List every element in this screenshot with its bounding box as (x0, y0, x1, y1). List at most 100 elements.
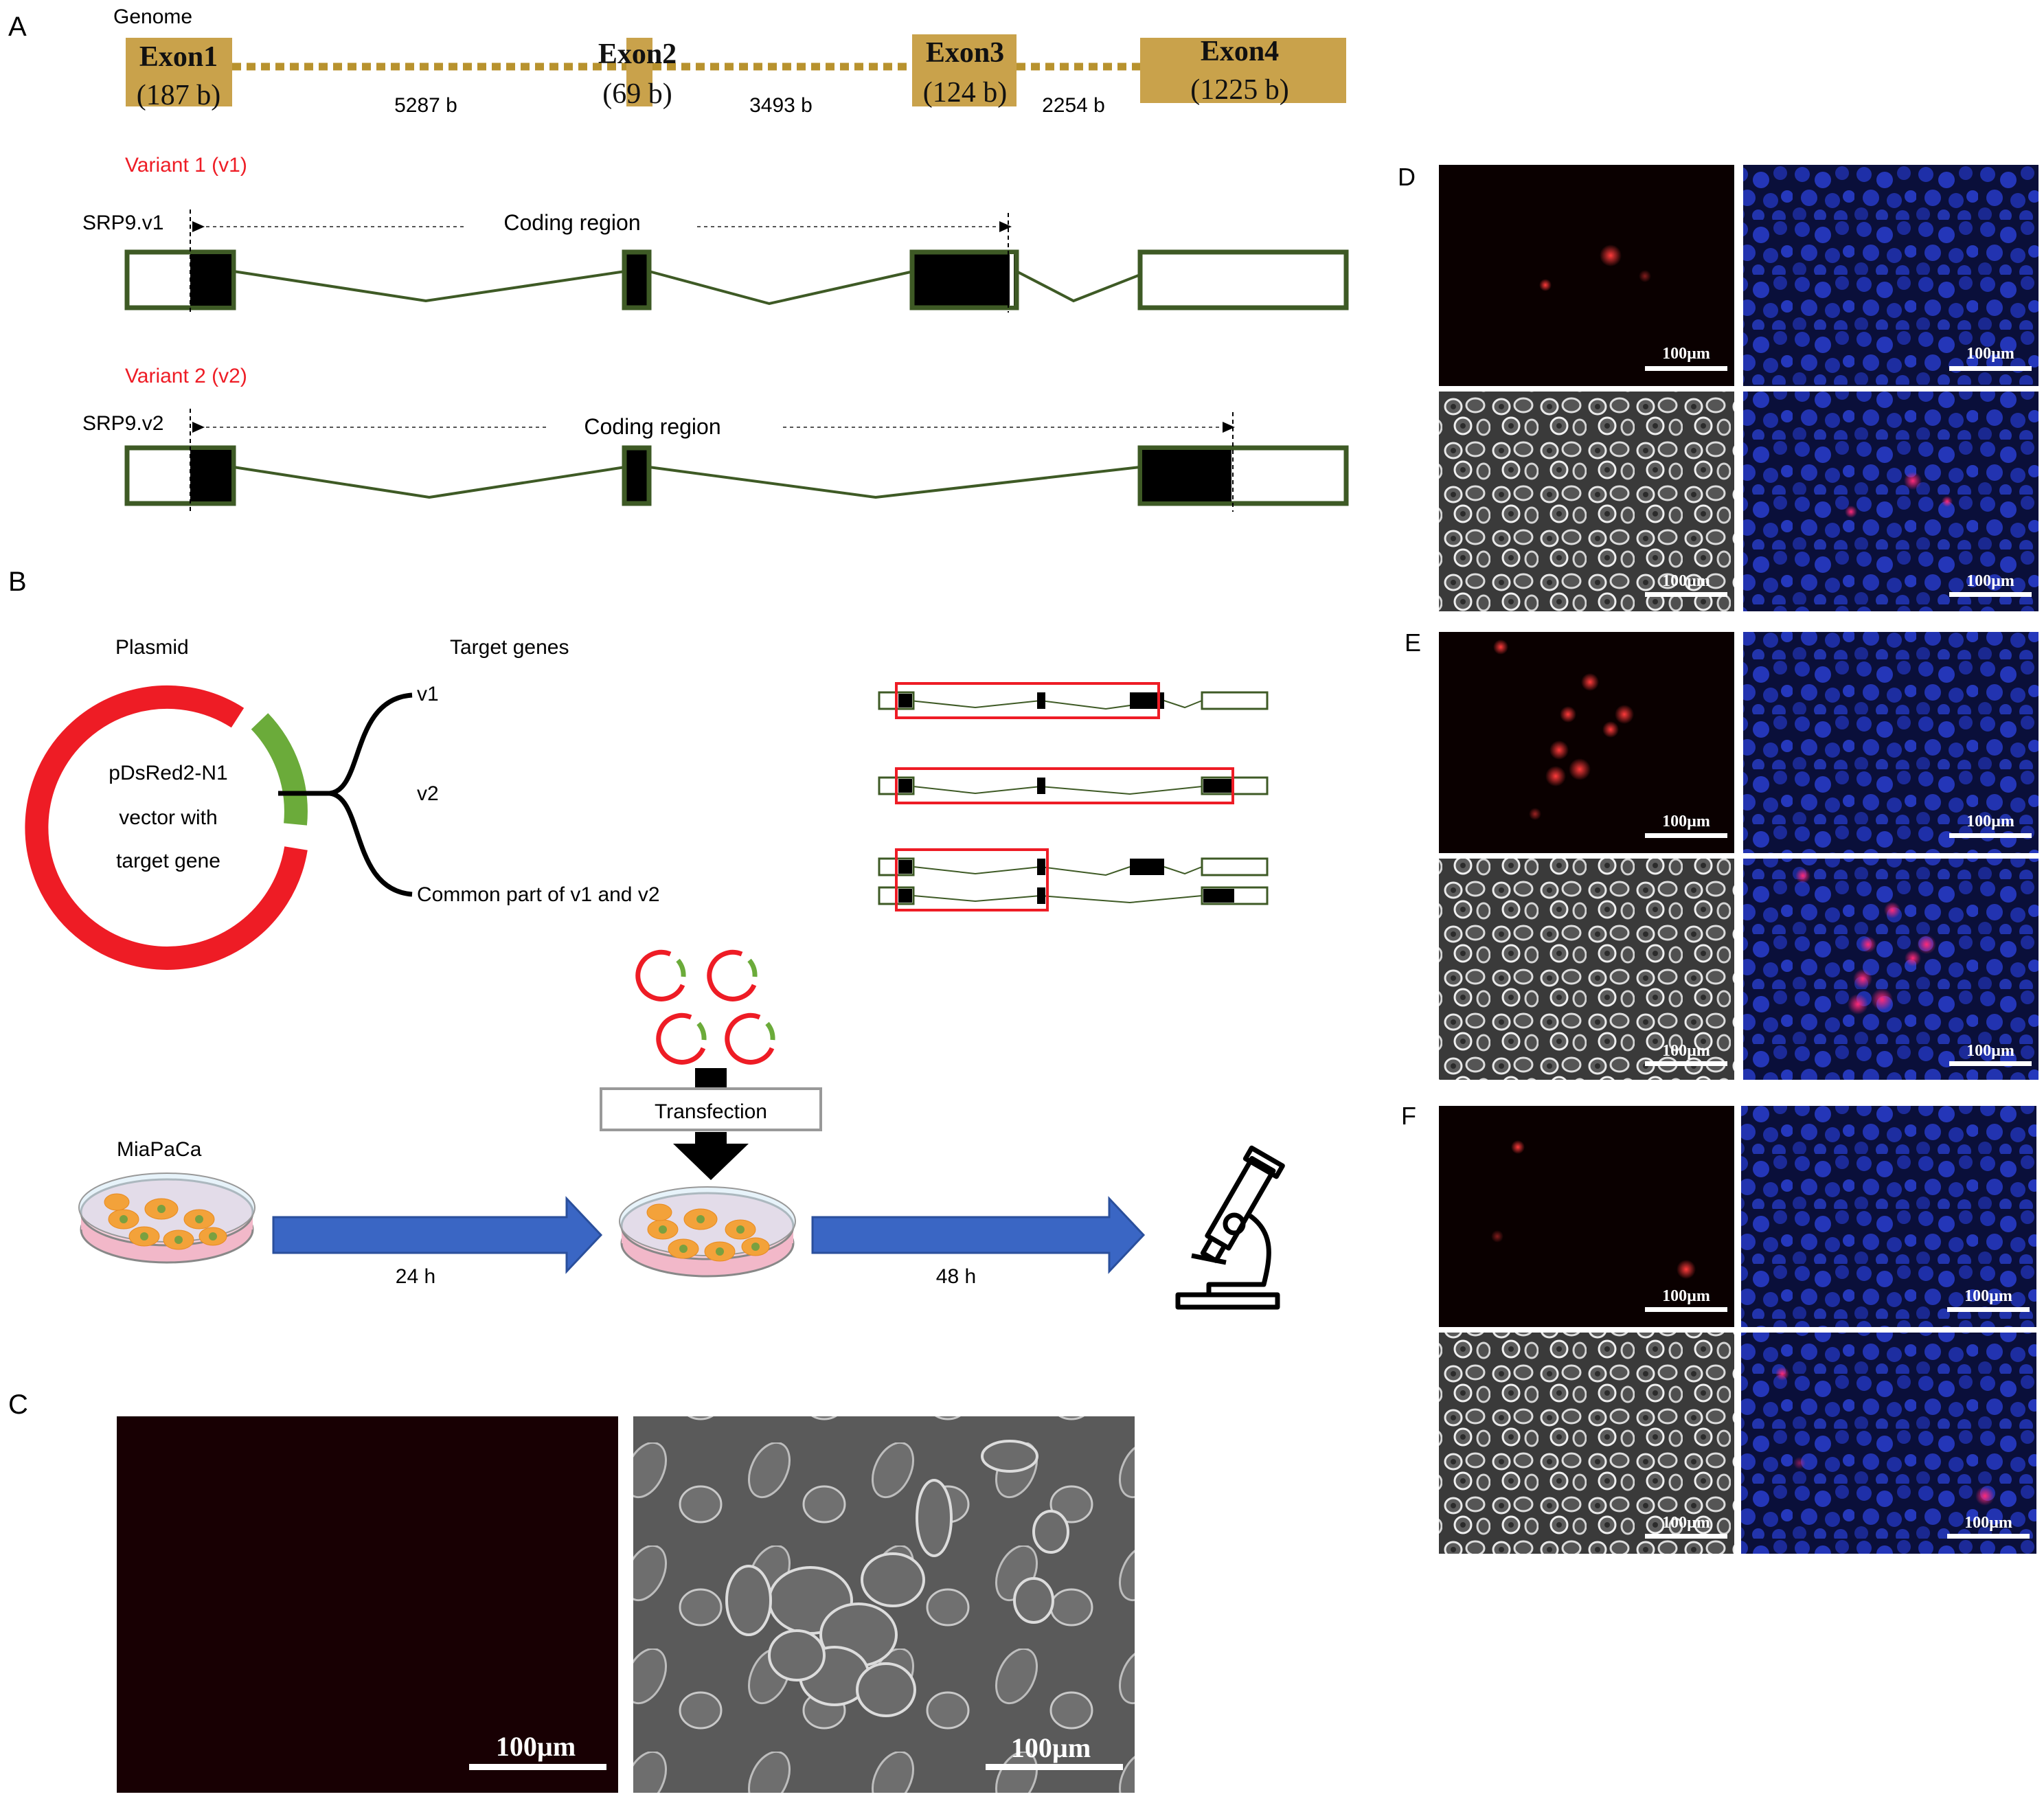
panel-c-phase-scalebar (986, 1764, 1123, 1770)
variant2-transcript (124, 445, 1349, 506)
transfection-label: Transfection (655, 1100, 767, 1123)
intron1-length: 5287 b (394, 94, 457, 117)
arrow-24h (272, 1196, 603, 1274)
panel-e-red-image (1439, 632, 1734, 853)
exon2-box (626, 38, 652, 106)
panel-f-merge-scalebar-label: 100µm (1964, 1514, 2012, 1532)
panel-f-merge-spots (1775, 1367, 1995, 1506)
panel-f-blue-scalebar: 100µm (1947, 1287, 2030, 1312)
vector-line1: pDsRed2-N1 (109, 762, 227, 784)
panel-c-phase-scalebar-label: 100µm (1011, 1732, 1091, 1763)
exon1-name: Exon1 (139, 41, 218, 73)
exon4-box (1140, 38, 1346, 103)
panel-f-red-scalebar-label: 100µm (1662, 1287, 1710, 1305)
panel-d-red-scalebar: 100µm (1645, 345, 1727, 371)
exon4-size: (1225 b) (1190, 74, 1288, 106)
small-plasmids-icon (635, 949, 775, 1065)
panel-d-phase-scalebar: 100µm (1645, 572, 1727, 597)
variant1-transcript (124, 249, 1349, 310)
plasmid-label: Plasmid (115, 636, 189, 659)
arrow-48h (811, 1196, 1146, 1274)
panel-e-merge-scalebar: 100µm (1949, 1042, 2032, 1066)
petri-dish-1 (78, 1173, 255, 1264)
panel-c-red-image (117, 1416, 618, 1793)
panel-d-red-scalebar-label: 100µm (1662, 345, 1710, 363)
panel-c-red-scalebar (469, 1764, 606, 1770)
panel-e-red-scalebar: 100µm (1645, 813, 1727, 838)
time-48h-label: 48 h (936, 1265, 976, 1288)
time-24h-label: 24 h (396, 1265, 435, 1288)
petri-dish-2 (619, 1186, 796, 1278)
exon2-name: Exon2 (598, 38, 677, 70)
panel-e-phase-image (1439, 859, 1734, 1080)
panel-f-blue-scalebar-label: 100µm (1964, 1287, 2012, 1305)
target-genes-label: Target genes (450, 636, 569, 659)
transfection-arrow-head (673, 1132, 749, 1180)
exon1-size: (187 b) (137, 80, 220, 111)
panel-c-red-scalebar-label: 100µm (496, 1731, 576, 1762)
exon1-box (126, 38, 232, 106)
panel-f-red-scalebar: 100µm (1645, 1287, 1727, 1312)
target-brace (278, 692, 413, 897)
intron3-length: 2254 b (1042, 94, 1105, 117)
target-common-label: Common part of v1 and v2 (417, 883, 660, 906)
plasmid-ring (25, 685, 308, 970)
panel-e-merge-spots (1795, 868, 1936, 1015)
panel-d-merge-scalebar-label: 100µm (1966, 572, 2014, 590)
panel-e-red-scalebar-label: 100µm (1662, 813, 1710, 830)
variant2-name: SRP9.v2 (82, 412, 163, 435)
exon3-size: (124 b) (923, 77, 1007, 109)
target-v1-label: v1 (417, 683, 439, 705)
variant1-title: Variant 1 (v1) (125, 154, 247, 177)
panel-f-red-spots (1491, 1140, 1696, 1279)
panel-f-merge-scalebar: 100µm (1947, 1514, 2030, 1539)
panel-e-blue-scalebar: 100µm (1949, 813, 2032, 838)
panel-d-red-spots (1539, 245, 1651, 291)
panel-e-merge-scalebar-label: 100µm (1966, 1042, 2014, 1060)
variant2-title: Variant 2 (v2) (125, 365, 247, 387)
panel-f-phase-scalebar-label: 100µm (1662, 1514, 1710, 1532)
panel-f-phase-scalebar: 100µm (1645, 1514, 1727, 1539)
intron2-length: 3493 b (749, 94, 813, 117)
panel-e-phase-scalebar: 100µm (1645, 1042, 1727, 1066)
genome-label: Genome (113, 5, 192, 28)
panel-d-blue-image (1743, 165, 2039, 386)
panel-e-phase-scalebar-label: 100µm (1662, 1042, 1710, 1060)
target-v2-label: v2 (417, 782, 439, 805)
panel-d-phase-scalebar-label: 100µm (1662, 572, 1710, 590)
cell-line-label: MiaPaCa (117, 1138, 202, 1161)
panel-c-cell-cluster (725, 1440, 1069, 1717)
variant2-coding-label: Coding region (584, 414, 720, 439)
panel-f-merge-image (1741, 1333, 2036, 1554)
panel-d-merge-scalebar: 100µm (1949, 572, 2032, 597)
panel-e-blue-scalebar-label: 100µm (1966, 813, 2014, 830)
variant1-coding-label: Coding region (503, 210, 640, 235)
vector-line3: target gene (116, 850, 220, 872)
exon3-box (912, 34, 1017, 106)
panel-label-e: E (1405, 628, 1421, 657)
panel-d-red-image (1439, 165, 1734, 386)
panel-d-merge-spots (1845, 472, 1953, 518)
panel-d-blue-scalebar-label: 100µm (1966, 345, 2014, 363)
panel-f-red-image (1439, 1106, 1734, 1327)
mini-gene-common (878, 848, 1269, 911)
exon3-name: Exon3 (926, 37, 1004, 69)
panel-e-merge-image (1743, 859, 2039, 1080)
panel-f-phase-image (1439, 1333, 1734, 1554)
panel-d-blue-scalebar: 100µm (1949, 345, 2032, 371)
panel-f-blue-image (1741, 1106, 2036, 1327)
panel-label-d: D (1398, 163, 1416, 191)
exon4-name: Exon4 (1201, 36, 1279, 67)
exon2-size: (69 b) (602, 78, 672, 110)
panel-e-red-spots (1493, 639, 1634, 820)
variant1-name: SRP9.v1 (82, 212, 163, 234)
mini-gene-v1 (878, 682, 1269, 719)
panel-d-merge-image (1743, 392, 2039, 611)
microscope-icon (1175, 1145, 1285, 1310)
vector-line2: vector with (119, 806, 217, 829)
transfection-box (600, 1087, 822, 1131)
panel-label-a: A (8, 12, 27, 42)
panel-label-f: F (1401, 1102, 1416, 1130)
panel-e-blue-image (1743, 632, 2039, 853)
panel-label-c: C (8, 1390, 28, 1420)
